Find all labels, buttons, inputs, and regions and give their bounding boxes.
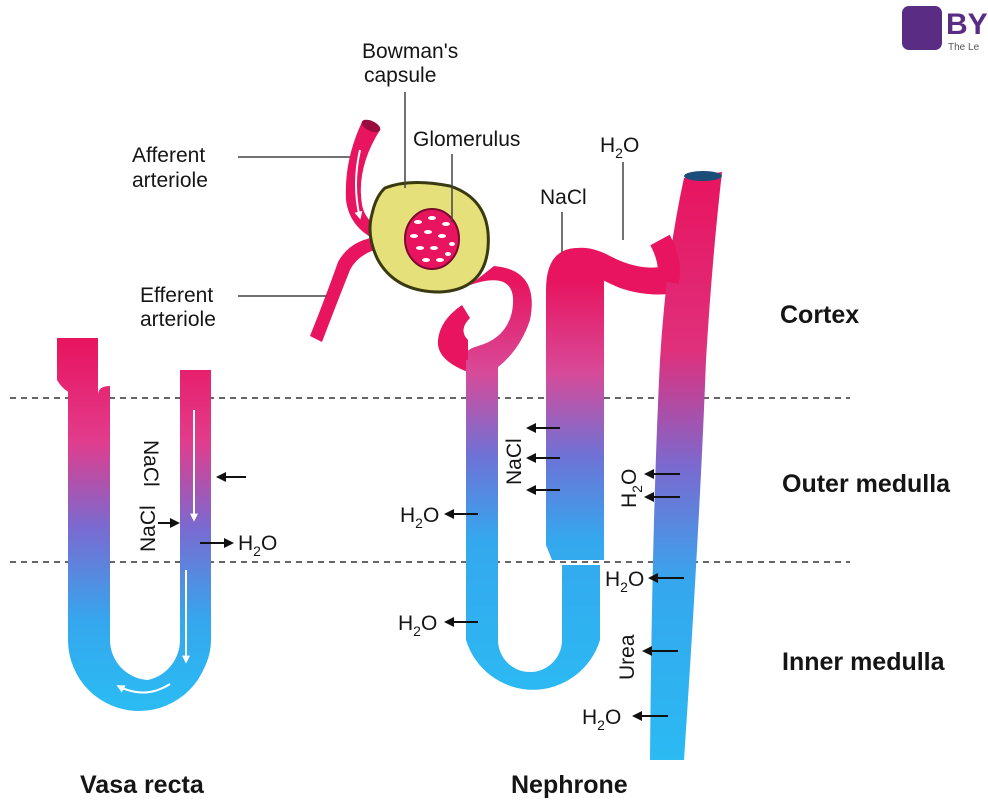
efferent-label-2: arteriole bbox=[140, 308, 216, 331]
afferent-label-2: arteriole bbox=[132, 169, 208, 192]
cd-h2o-label-outer: H2O bbox=[618, 469, 645, 508]
glomerulus-label: Glomerulus bbox=[413, 128, 520, 151]
brand-logo-tagline: The Le bbox=[948, 42, 980, 53]
efferent-label-1: Efferent bbox=[140, 284, 213, 307]
ascending-limb bbox=[546, 248, 604, 560]
vasa-nacl-label-lower: NaCl bbox=[137, 505, 160, 552]
zone-outer-medulla: Outer medulla bbox=[782, 470, 951, 498]
bowmans-capsule-label-2: capsule bbox=[364, 64, 436, 87]
vasa-recta-title: Vasa recta bbox=[80, 771, 205, 799]
brand-logo: B BY The Le bbox=[902, 6, 988, 53]
afferent-label-1: Afferent bbox=[132, 144, 205, 167]
zone-cortex: Cortex bbox=[780, 301, 859, 329]
cd-h2o-label-bottom: H2O bbox=[582, 706, 621, 733]
pct-flow-arrow bbox=[478, 300, 500, 330]
nephrone-title: Nephrone bbox=[511, 771, 628, 799]
vasa-recta bbox=[57, 338, 211, 711]
zone-inner-medulla: Inner medulla bbox=[782, 648, 946, 676]
bowmans-capsule bbox=[370, 182, 488, 292]
loop-h2o-label-1: H2O bbox=[400, 504, 439, 531]
urea-label: Urea bbox=[616, 634, 639, 680]
bowmans-capsule-label-1: Bowman's bbox=[362, 40, 458, 63]
collecting-duct-opening bbox=[684, 171, 722, 181]
brand-logo-text: BY bbox=[946, 8, 988, 41]
vasa-nacl-label-upper: NaCl bbox=[139, 440, 162, 487]
loop-h2o-label-2: H2O bbox=[398, 612, 437, 639]
nacl-cortex-label: NaCl bbox=[540, 186, 587, 209]
h2o-cortex-label: H2O bbox=[600, 134, 639, 161]
loop-nacl-label: NaCl bbox=[503, 438, 526, 485]
brand-logo-initial: B bbox=[909, 14, 931, 47]
cd-h2o-label-inner: H2O bbox=[605, 568, 644, 595]
vasa-h2o-label: H2O bbox=[238, 532, 277, 559]
